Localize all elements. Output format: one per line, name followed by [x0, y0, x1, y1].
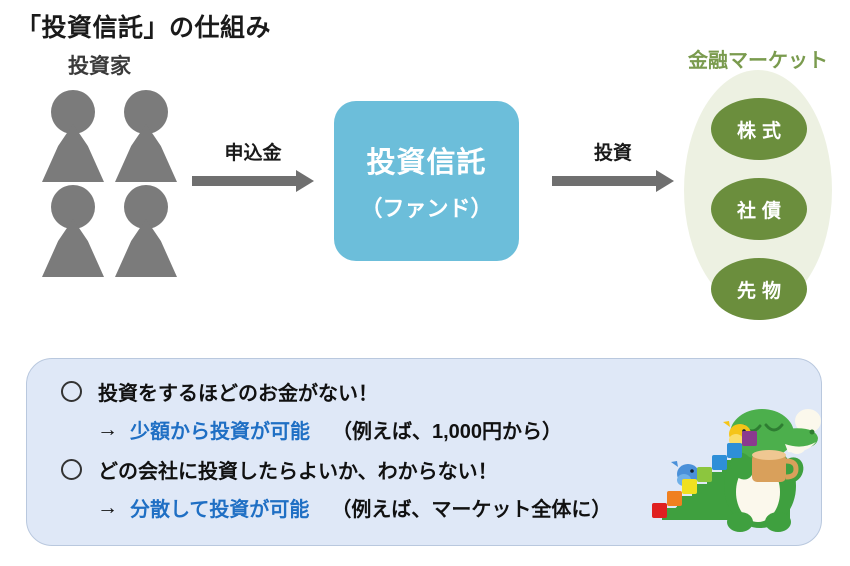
investors-group: 投資家	[30, 50, 205, 280]
market-item-label: 株式	[736, 120, 787, 142]
arrow-investment-label: 投資	[593, 143, 633, 164]
benefit-solution: → 分散して投資が可能 （例えば、マーケット全体に）	[97, 493, 611, 522]
arrow-head	[296, 170, 314, 192]
benefit-row: どの会社に投資したらよいか、わからない！ → 分散して投資が可能 （例えば、マー…	[61, 455, 611, 522]
crocodile-mascot-svg	[662, 409, 821, 532]
solution-arrow-icon: →	[97, 495, 118, 519]
market-item-label: 先物	[736, 280, 787, 302]
circle-bullet-icon	[61, 381, 82, 402]
stair-square	[682, 479, 697, 494]
stair-square	[667, 491, 682, 506]
person-icon	[42, 185, 104, 280]
fund-box: 投資信託 （ファンド）	[334, 101, 519, 261]
person-body	[42, 124, 104, 182]
arrow-investment: 投資	[552, 138, 674, 198]
circle-bullet-icon	[61, 459, 82, 480]
benefit-problem: どの会社に投資したらよいか、わからない！	[61, 455, 611, 484]
benefit-problem-text: どの会社に投資したらよいか、わからない！	[98, 461, 498, 483]
arrow-subscription-label: 申込金	[224, 143, 282, 164]
coffee-cup-icon	[752, 450, 799, 482]
arrow-head	[656, 170, 674, 192]
market-item-futures: 先物	[711, 258, 807, 320]
stair-square	[742, 431, 757, 446]
benefit-solution-text: 少額から投資が可能	[130, 421, 310, 443]
benefit-example-text: （例えば、1,000円から）	[332, 421, 563, 443]
stair-square	[727, 443, 742, 458]
market-item-bonds: 社債	[711, 178, 807, 240]
solution-arrow-icon: →	[97, 417, 118, 441]
arrow-subscription: 申込金	[192, 138, 314, 198]
person-icon	[42, 90, 104, 185]
arrow-shaft	[552, 176, 656, 186]
financial-market-group: 金融マーケット 株式 社債 先物	[668, 44, 848, 320]
benefit-problem-text: 投資をするほどのお金がない！	[98, 383, 378, 405]
benefit-solution-text: 分散して投資が可能	[130, 499, 310, 521]
fund-subtitle: （ファンド）	[360, 196, 493, 221]
arrow-shaft	[192, 176, 296, 186]
stair-square	[697, 467, 712, 482]
page-title: 「投資信託」の仕組み	[16, 14, 272, 42]
investors-label: 投資家	[68, 55, 131, 78]
benefit-problem: 投資をするほどのお金がない！	[61, 377, 562, 406]
person-body	[115, 124, 177, 182]
market-label: 金融マーケット	[688, 50, 828, 72]
market-item-stocks: 株式	[711, 98, 807, 160]
person-body	[115, 219, 177, 277]
stair-square	[652, 503, 667, 518]
benefit-example-text: （例えば、マーケット全体に）	[331, 499, 612, 521]
fund-title: 投資信託	[366, 147, 487, 179]
benefit-solution: → 少額から投資が可能 （例えば、1,000円から）	[97, 415, 562, 444]
person-icon	[115, 90, 177, 185]
stair-square	[712, 455, 727, 470]
market-item-label: 社債	[736, 200, 787, 222]
person-icon	[115, 185, 177, 280]
person-body	[42, 219, 104, 277]
benefit-row: 投資をするほどのお金がない！ → 少額から投資が可能 （例えば、1,000円から…	[61, 377, 562, 444]
crocodile-mascot	[640, 404, 840, 554]
